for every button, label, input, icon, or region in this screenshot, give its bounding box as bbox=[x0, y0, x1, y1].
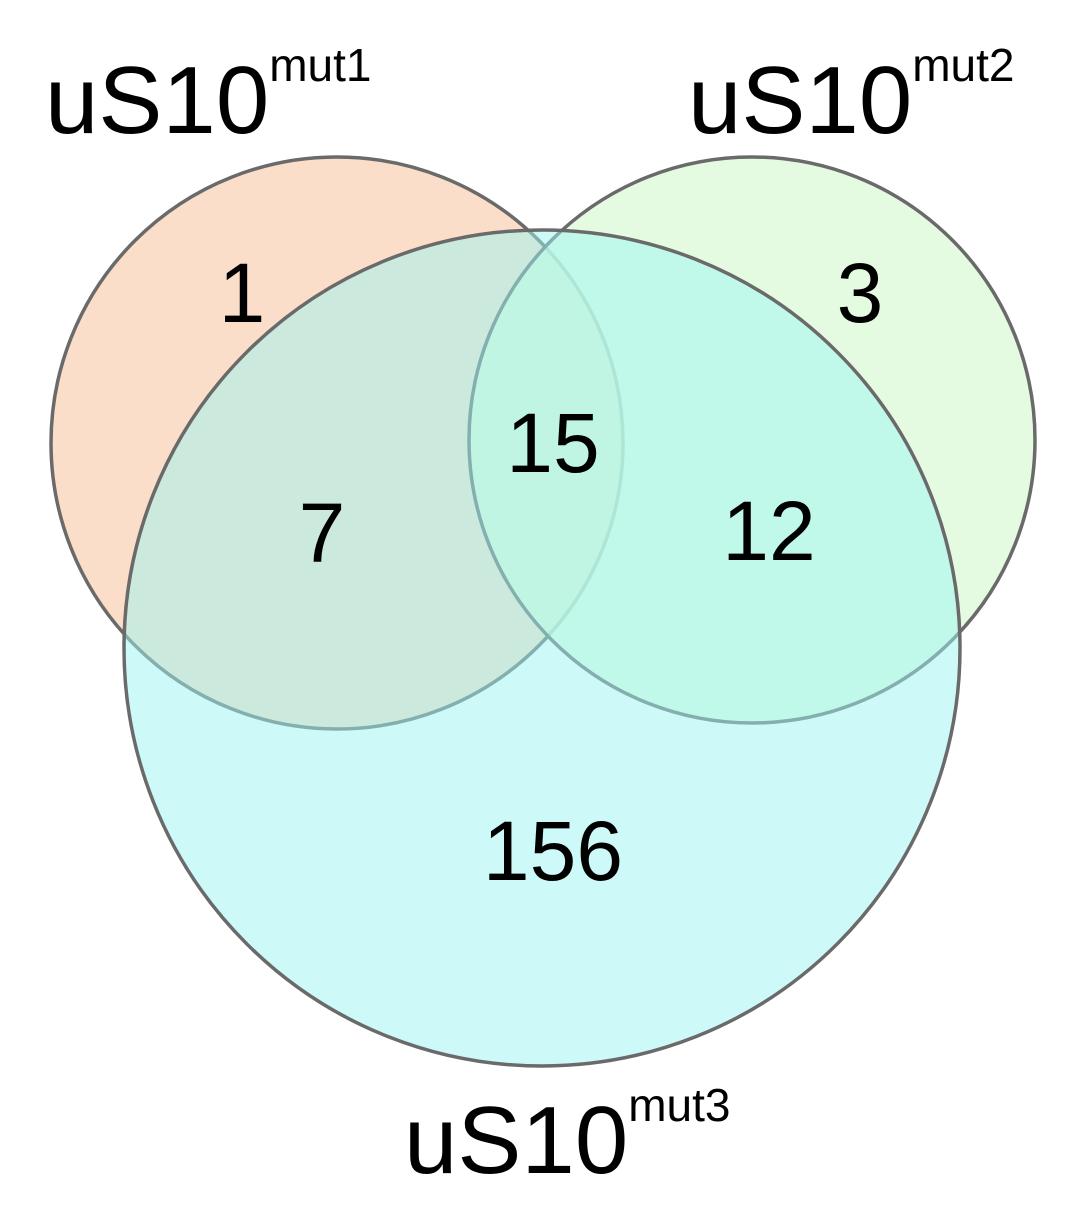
set-label-mut3: uS10mut3 bbox=[404, 1079, 730, 1194]
set-label-mut3-base: uS10 bbox=[404, 1087, 628, 1194]
set-label-mut2-base: uS10 bbox=[688, 47, 912, 154]
set-label-mut2-sup: mut2 bbox=[912, 39, 1014, 91]
set-label-mut1-base: uS10 bbox=[45, 47, 269, 154]
circle-mut3 bbox=[122, 228, 962, 1068]
set-label-mut1-sup: mut1 bbox=[269, 39, 371, 91]
svg-text:uS10mut1: uS10mut1 bbox=[45, 39, 371, 154]
set-label-mut1: uS10mut1 bbox=[45, 39, 371, 154]
count-only-mut2: 3 bbox=[837, 246, 884, 340]
count-mut1-mut2-mut3: 15 bbox=[506, 396, 599, 490]
count-only-mut3: 156 bbox=[483, 804, 623, 898]
set-label-mut2: uS10mut2 bbox=[688, 39, 1014, 154]
count-mut2-mut3: 12 bbox=[722, 484, 815, 578]
svg-text:uS10mut2: uS10mut2 bbox=[688, 39, 1014, 154]
svg-text:uS10mut3: uS10mut3 bbox=[404, 1079, 730, 1194]
count-only-mut1: 1 bbox=[219, 246, 266, 340]
count-mut1-mut3: 7 bbox=[299, 486, 346, 580]
set-label-mut3-sup: mut3 bbox=[628, 1079, 730, 1131]
